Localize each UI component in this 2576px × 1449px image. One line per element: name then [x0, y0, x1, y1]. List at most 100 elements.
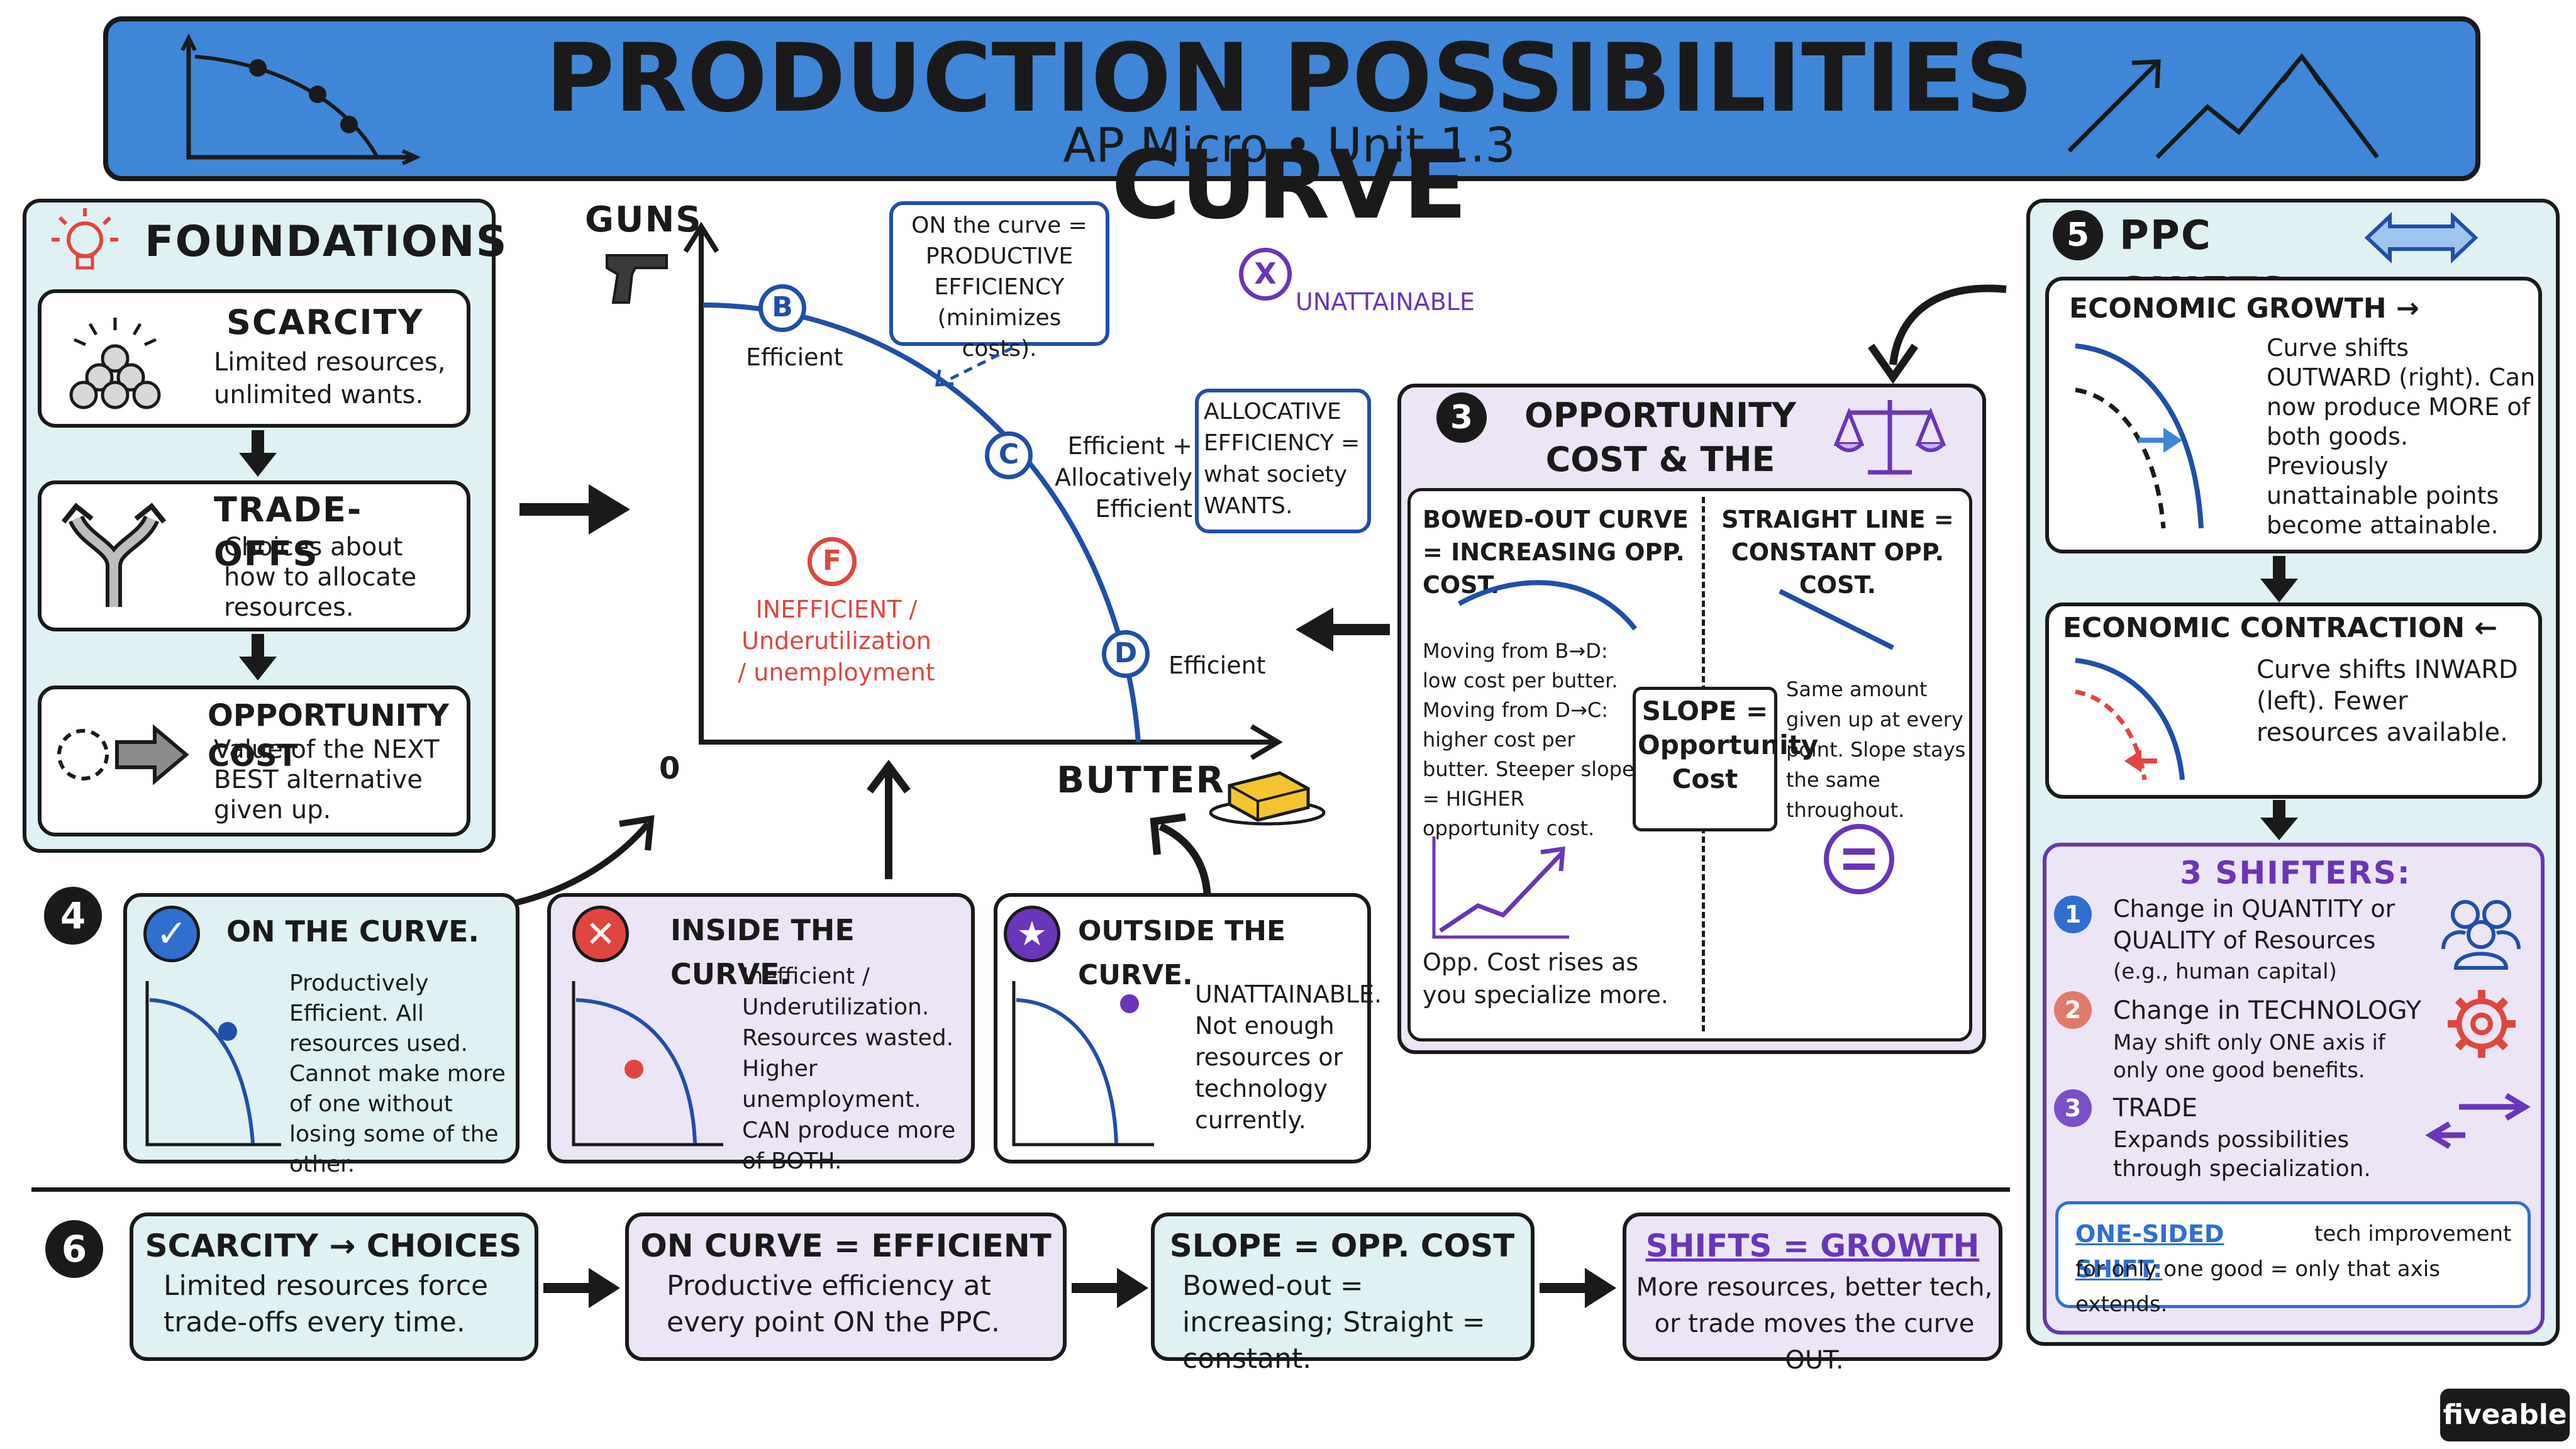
opportunity-arrow-icon	[57, 724, 189, 786]
up-arrow-inside	[867, 760, 911, 879]
opportunity-title: OPPORTUNITY COST & THE PPC	[1524, 396, 1797, 523]
mountain-growth-icon	[2067, 53, 2379, 159]
point-x-marker	[1239, 248, 1292, 301]
summary-arrow-1	[543, 1268, 620, 1308]
productive-efficiency-text: ON the curve = PRODUCTIVE EFFICIENCY (mi…	[911, 213, 1087, 362]
point-c-marker	[985, 431, 1033, 479]
equals-icon	[1824, 824, 1894, 894]
growth-title: ECONOMIC GROWTH →	[2069, 292, 2419, 325]
people-icon	[2441, 900, 2521, 970]
section-5-badge: 5	[2053, 210, 2103, 260]
point-b-letter: B	[772, 291, 793, 323]
slope-box	[1633, 687, 1777, 831]
summary-1-text: Limited resources force trade-offs every…	[164, 1270, 489, 1338]
growth-text: Curve shifts OUTWARD (right). Can now pr…	[2267, 334, 2536, 539]
bowed-foot: Opp. Cost rises as you specialize more.	[1423, 948, 1668, 1009]
gun-icon	[606, 254, 668, 304]
section-3-badge: 3	[1436, 392, 1487, 443]
callout-pointer-productive	[935, 346, 1014, 387]
bowed-text: Moving from B→D: low cost per butter. Mo…	[1423, 639, 1635, 840]
check-icon: ✓	[143, 906, 200, 962]
curved-arrow-shifts	[1868, 284, 2007, 384]
outside-curve-title: OUTSIDE THE CURVE.	[1078, 915, 1285, 991]
down-arrow-2	[239, 634, 277, 680]
point-d-letter: D	[1114, 637, 1138, 669]
onesided-text: tech improvement for only one good = onl…	[2075, 1221, 2512, 1317]
shifter-3-title: TRADE	[2113, 1094, 2198, 1123]
slope-text: SLOPE = Opportunity Cost	[1638, 696, 1819, 794]
section-4-badge: 4	[44, 887, 102, 945]
double-arrow-icon	[2364, 212, 2479, 264]
point-f-letter: F	[822, 545, 842, 577]
summary-arrow-3	[1540, 1268, 1616, 1308]
scales-icon	[1833, 400, 1946, 475]
down-arrow-shifts-1	[2260, 556, 2298, 602]
onesided-head: ONE-SIDED SHIFT:	[2075, 1220, 2224, 1283]
scarcity-text: Limited resources, unlimited wants.	[214, 348, 446, 409]
shifter-2-title: Change in TECHNOLOGY	[2113, 996, 2421, 1025]
page-subtitle: AP Micro • Unit 1.3	[1063, 117, 1516, 173]
trade-arrows-icon	[2425, 1093, 2531, 1149]
straight-text: Same amount given up at every point. Slo…	[1786, 677, 1966, 822]
summary-2-text: Productive efficiency at every point ON …	[667, 1270, 1000, 1338]
shifter-1-title: Change in QUANTITY or QUALITY of Resourc…	[2113, 895, 2396, 954]
on-curve-graph	[145, 981, 281, 1146]
summary-card-3	[1151, 1213, 1535, 1361]
summary-card-2	[625, 1213, 1067, 1361]
growth-curve-icon	[2075, 343, 2204, 529]
shifter-2-text: May shift only ONE axis if only one good…	[2113, 1030, 2385, 1083]
y-axis-label: GUNS	[585, 199, 702, 240]
curved-arrow-on-curve	[502, 815, 655, 909]
left-arrow-to-graph	[1296, 608, 1390, 652]
straight-line-icon	[1779, 589, 1894, 650]
point-b-marker	[758, 284, 806, 332]
shifter-3-badge: 3	[2054, 1089, 2092, 1127]
ppc-doodle-icon	[180, 33, 421, 165]
rising-trend-icon	[1432, 836, 1569, 939]
tradeoffs-text: Choices about how to allocate resources.	[224, 533, 417, 622]
point-b-label: Efficient	[746, 343, 843, 371]
shifter-1-text: (e.g., human capital)	[2113, 959, 2337, 984]
onesided-box	[2055, 1201, 2531, 1308]
on-curve-title: ON THE CURVE.	[226, 914, 479, 948]
x-circle-icon: ✕	[572, 906, 629, 962]
summary-3-text: Bowed-out = increasing; Straight = const…	[1182, 1270, 1485, 1375]
point-d-label: Efficient	[1169, 652, 1266, 679]
shifter-1-badge: 1	[2054, 896, 2092, 933]
point-x-letter: X	[1254, 257, 1277, 291]
summary-1-title: SCARCITY → CHOICES	[145, 1228, 522, 1264]
growth-card	[2045, 277, 2542, 553]
butter-icon	[1209, 771, 1326, 826]
contraction-title: ECONOMIC CONTRACTION ←	[2063, 612, 2498, 644]
right-arrow-foundations	[519, 484, 630, 535]
lightbulb-icon	[52, 208, 118, 270]
oppcost-text: Value of the NEXT BEST alternative given…	[214, 735, 440, 824]
inside-curve-title: INSIDE THE CURVE.	[670, 913, 855, 991]
outside-curve-graph	[1012, 981, 1154, 1146]
shifts-title: PPC SHIFTS	[2119, 213, 2287, 316]
allocative-efficiency-callout	[1195, 389, 1371, 533]
down-arrow-shifts-2	[2260, 800, 2298, 840]
contraction-card	[2045, 602, 2542, 799]
summary-4-title: SHIFTS = GROWTH	[1645, 1228, 1980, 1264]
star-icon: ★	[1004, 906, 1060, 962]
curved-arrow-outside	[1150, 813, 1211, 902]
summary-card-1	[130, 1213, 538, 1361]
straight-head: STRAIGHT LINE = CONSTANT OPP. COST.	[1721, 506, 1954, 599]
shifter-3-text: Expands possibilities through specializa…	[2113, 1127, 2371, 1182]
summary-3-title: SLOPE = OPP. COST	[1169, 1228, 1515, 1264]
tradeoffs-title: TRADE-OFFS	[214, 490, 363, 574]
scarcity-title: SCARCITY	[226, 303, 424, 342]
oppcost-title: OPPORTUNITY COST	[208, 698, 450, 774]
productive-efficiency-callout	[889, 201, 1109, 346]
resource-pile-icon	[69, 318, 161, 409]
on-curve-text: Productively Efficient. All resources us…	[289, 970, 506, 1177]
page-title: PRODUCTION POSSIBILITIES CURVE	[545, 24, 2033, 240]
section-divider	[31, 1187, 2010, 1192]
brand-badge	[2440, 1389, 2570, 1441]
allocative-efficiency-text: ALLOCATIVE EFFICIENCY = what society WAN…	[1204, 399, 1360, 519]
summary-4-text: More resources, better tech, or trade mo…	[1636, 1273, 1993, 1375]
summary-card-4	[1623, 1213, 2002, 1361]
x-axis-label: BUTTER	[1057, 758, 1226, 801]
point-f-label: INEFFICIENT / Underutilization / unemplo…	[738, 596, 935, 686]
